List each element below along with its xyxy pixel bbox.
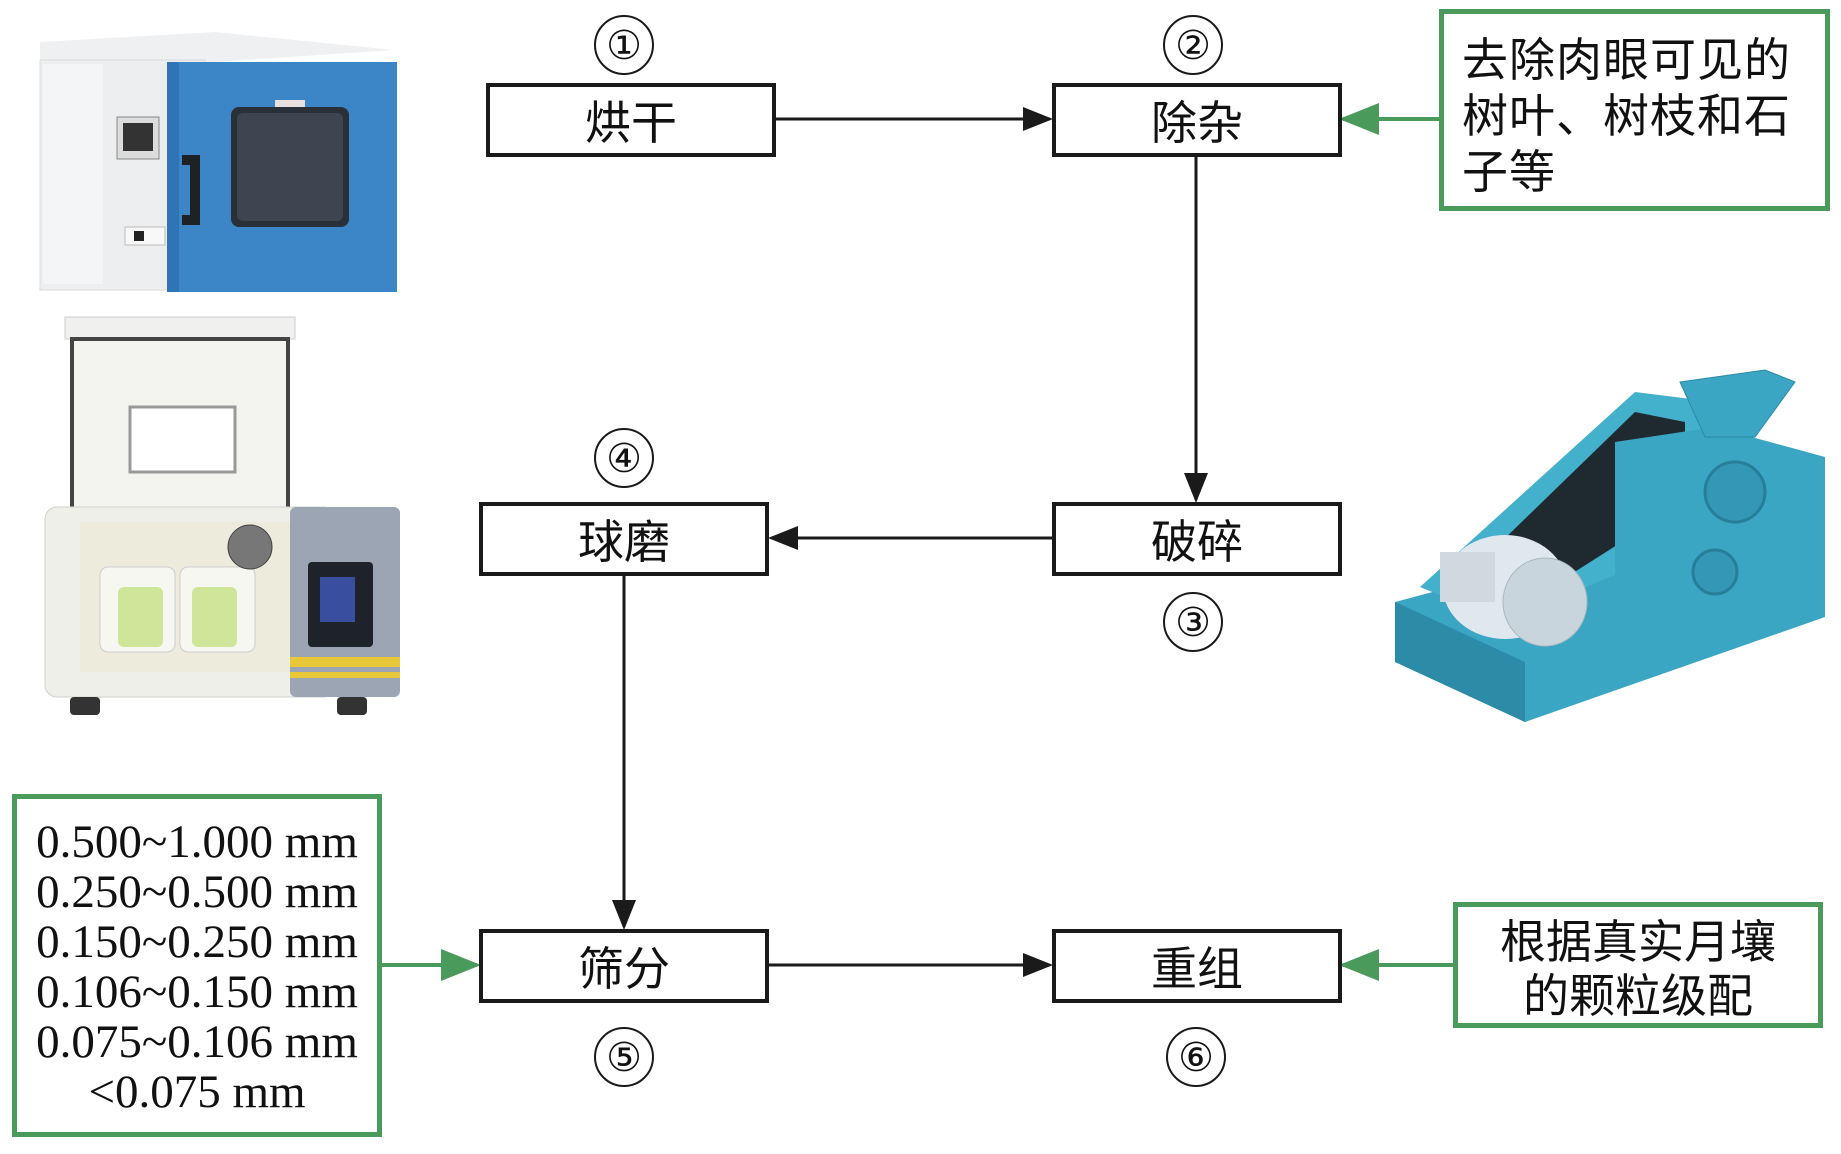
step-label: 球磨 [578, 515, 670, 569]
step-box-impurity-removal: 除杂 [1052, 83, 1342, 157]
sieve-fraction: 0.250~0.500 mm [36, 866, 358, 918]
step-label: 重组 [1151, 942, 1243, 996]
note-text: 去除肉眼可见的树叶、树枝和石子等 [1462, 33, 1791, 199]
step-number-4: ④ [594, 428, 654, 488]
ball-mill-image [44, 316, 400, 715]
step-number-2: ② [1163, 15, 1223, 75]
step-box-drying: 烘干 [486, 83, 776, 157]
sieve-fraction: 0.106~0.150 mm [36, 966, 358, 1018]
step-label: 筛分 [578, 942, 670, 996]
note-impurity-removal: 去除肉眼可见的树叶、树枝和石子等 [1439, 9, 1830, 211]
sieve-fraction: 0.150~0.250 mm [36, 916, 358, 968]
note-text: 根据真实月壤的颗粒级配 [1500, 915, 1776, 1023]
step-box-sieving: 筛分 [479, 929, 769, 1003]
step-number-3: ③ [1163, 592, 1223, 652]
step-box-ball-milling: 球磨 [479, 502, 769, 576]
step-box-recombination: 重组 [1052, 929, 1342, 1003]
drying-oven-image [39, 32, 397, 292]
sieve-fraction: 0.500~1.000 mm [36, 816, 358, 868]
step-number-1: ① [594, 15, 654, 75]
step-number-6: ⑥ [1166, 1027, 1226, 1087]
crusher-image [1395, 369, 1825, 722]
step-number-5: ⑤ [594, 1027, 654, 1087]
sieve-fraction: <0.075 mm [88, 1066, 306, 1118]
note-recombination: 根据真实月壤的颗粒级配 [1453, 902, 1823, 1028]
step-box-crushing: 破碎 [1052, 502, 1342, 576]
step-label: 烘干 [585, 96, 677, 150]
step-label: 破碎 [1151, 515, 1243, 569]
step-label: 除杂 [1151, 96, 1243, 150]
sieve-fraction: 0.075~0.106 mm [36, 1016, 358, 1068]
note-sieve-fractions: 0.500~1.000 mm 0.250~0.500 mm 0.150~0.25… [12, 794, 382, 1137]
